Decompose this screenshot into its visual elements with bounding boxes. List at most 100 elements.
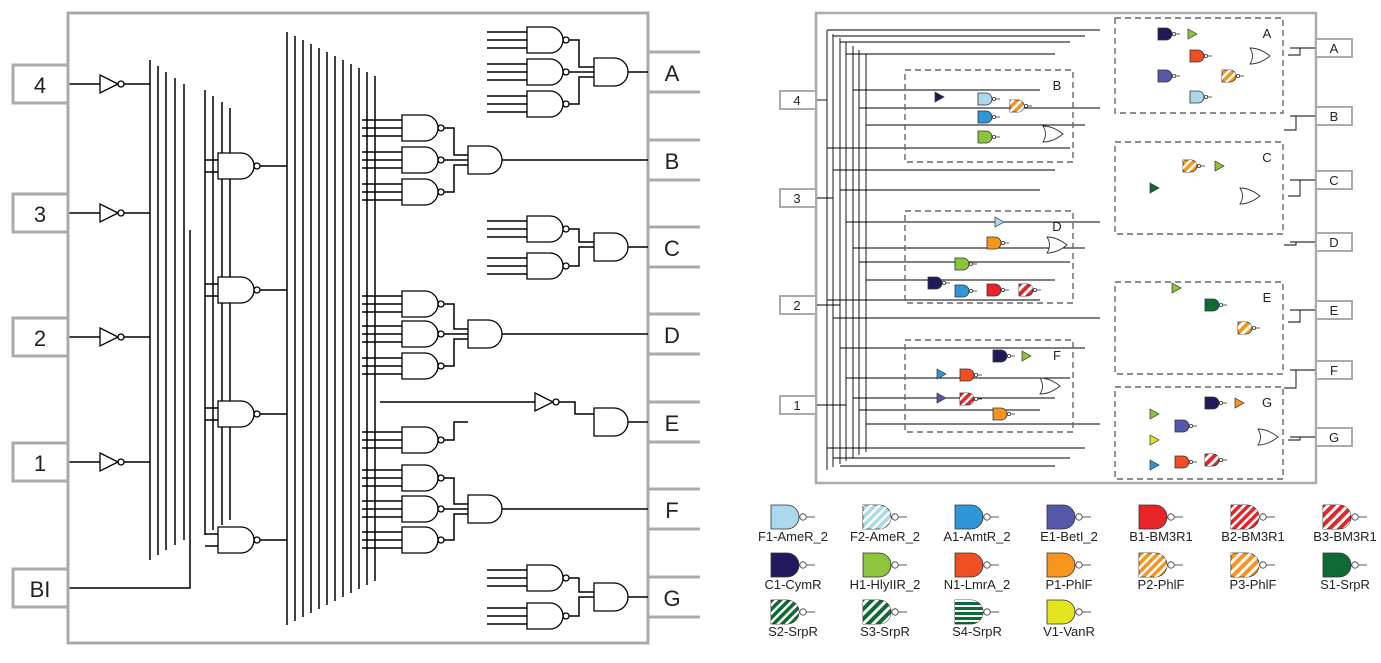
module-label: C (1262, 150, 1271, 165)
module-label: D (1052, 219, 1061, 234)
gate-s1-srpr (1204, 298, 1227, 312)
right-output-label: F (1330, 363, 1338, 378)
left-nand-gate-level2 (401, 352, 445, 380)
left-nand-gate-level2 (401, 495, 445, 523)
module-box-g: G (1114, 386, 1284, 480)
left-input-label: BI (30, 577, 51, 602)
gate-b3-bm3r1 (1204, 453, 1227, 467)
legend-gate-icon (1322, 552, 1367, 578)
right-output-label: C (1329, 173, 1338, 188)
legend-gate-icon (1046, 552, 1091, 578)
gate-p3-phlf (1237, 321, 1260, 335)
legend-entry: S4-SrpR (952, 599, 1002, 639)
legend-entry: F1-AmeR_2 (758, 504, 828, 544)
or-gate (1046, 236, 1068, 254)
right-output-f: F (1315, 360, 1353, 380)
left-input-1: 1 (11, 441, 70, 483)
left-nand-gate-level1 (217, 400, 261, 428)
legend-label: B1-BM3R1 (1129, 529, 1193, 544)
left-output-label: G (663, 586, 680, 611)
legend-label: S4-SrpR (952, 624, 1002, 639)
legend-entry: S2-SrpR (768, 599, 818, 639)
left-output-d: D (648, 312, 700, 356)
legend-entry: H1-HlyIIR_2 (850, 552, 920, 592)
legend-gate-icon (770, 552, 815, 578)
legend-label: B2-BM3R1 (1221, 529, 1285, 544)
legend-gate-icon (954, 552, 999, 578)
left-output-a: A (648, 50, 700, 94)
right-output-c: C (1315, 170, 1353, 190)
module-box-f: F (904, 339, 1074, 433)
legend-gate-icon (1230, 504, 1275, 530)
gate-b1-bm3r1 (986, 283, 1009, 297)
left-output-terminals: A B C D E F G (648, 50, 700, 619)
left-output-e: E (648, 400, 700, 444)
module-label: B (1053, 78, 1062, 93)
left-input-label: 1 (34, 451, 46, 476)
module-label: G (1262, 395, 1272, 410)
left-output-g: G (648, 575, 700, 619)
legend-entry: P2-PhlF (1138, 552, 1185, 592)
or-gate (1042, 125, 1064, 143)
inverter-gate (1149, 459, 1160, 471)
legend-label: V1-VanR (1043, 624, 1095, 639)
left-nand-gate-level2 (526, 564, 570, 592)
legend-gate-icon (862, 552, 907, 578)
left-output-label: E (665, 411, 680, 436)
gate-c1-cymr (927, 276, 950, 290)
module-box-c: C (1114, 141, 1284, 235)
legend-entry: N1-LmrA_2 (944, 552, 1010, 592)
legend-gate-icon (954, 504, 999, 530)
left-output-c: C (648, 225, 700, 269)
module-label: F (1053, 348, 1061, 363)
gate-p1-phlf (992, 407, 1015, 421)
legend-label: C1-CymR (764, 577, 821, 592)
or-gate (1039, 377, 1061, 395)
legend-label: N1-LmrA_2 (944, 577, 1010, 592)
not-gate (99, 326, 125, 348)
inverter-gate (1149, 408, 1160, 420)
right-input-2: 2 (779, 295, 817, 315)
legend-label: S1-SrpR (1320, 577, 1370, 592)
left-nand-gate-level1 (217, 276, 261, 304)
not-gate (99, 202, 125, 224)
inverter-gate (1149, 434, 1160, 446)
right-output-g: G (1315, 427, 1353, 447)
module-box-b: B (904, 69, 1074, 163)
or-gate (1239, 187, 1261, 205)
gate-c1-cymr (1204, 396, 1227, 410)
inverter-gate (1214, 160, 1225, 172)
right-output-b: B (1315, 106, 1353, 126)
legend-gate-icon (954, 599, 999, 625)
module-label: A (1263, 26, 1272, 41)
legend-entry: E1-BetI_2 (1040, 504, 1098, 544)
left-output-f: F (648, 487, 700, 531)
right-input-3: 3 (779, 188, 817, 208)
gate-a1-amtr (954, 284, 977, 298)
gate-c1-cymr (1157, 27, 1180, 41)
legend-gate-icon (770, 504, 815, 530)
left-nand-gate-level2 (401, 320, 445, 348)
left-output-label: B (665, 149, 680, 174)
right-output-label: G (1329, 430, 1339, 445)
legend-entry: S3-SrpR (860, 599, 910, 639)
legend-entry: A1-AmtR_2 (943, 504, 1011, 544)
left-nand-gate-level2 (401, 114, 445, 142)
legend-label: P2-PhlF (1138, 577, 1185, 592)
inverter-gate (1187, 28, 1198, 40)
not-gate (534, 391, 560, 413)
gate-a1-amtr (977, 110, 1000, 124)
left-nand-gate-level1 (217, 526, 261, 554)
module-box-d: D (904, 210, 1074, 304)
gate-h1-hlyiir (954, 257, 977, 271)
left-input-label: 3 (34, 202, 46, 227)
inverter-gate (934, 91, 945, 103)
legend-gate-icon (1138, 552, 1183, 578)
legend-label: B3-BM3R1 (1313, 529, 1377, 544)
left-output-label: D (664, 323, 680, 348)
